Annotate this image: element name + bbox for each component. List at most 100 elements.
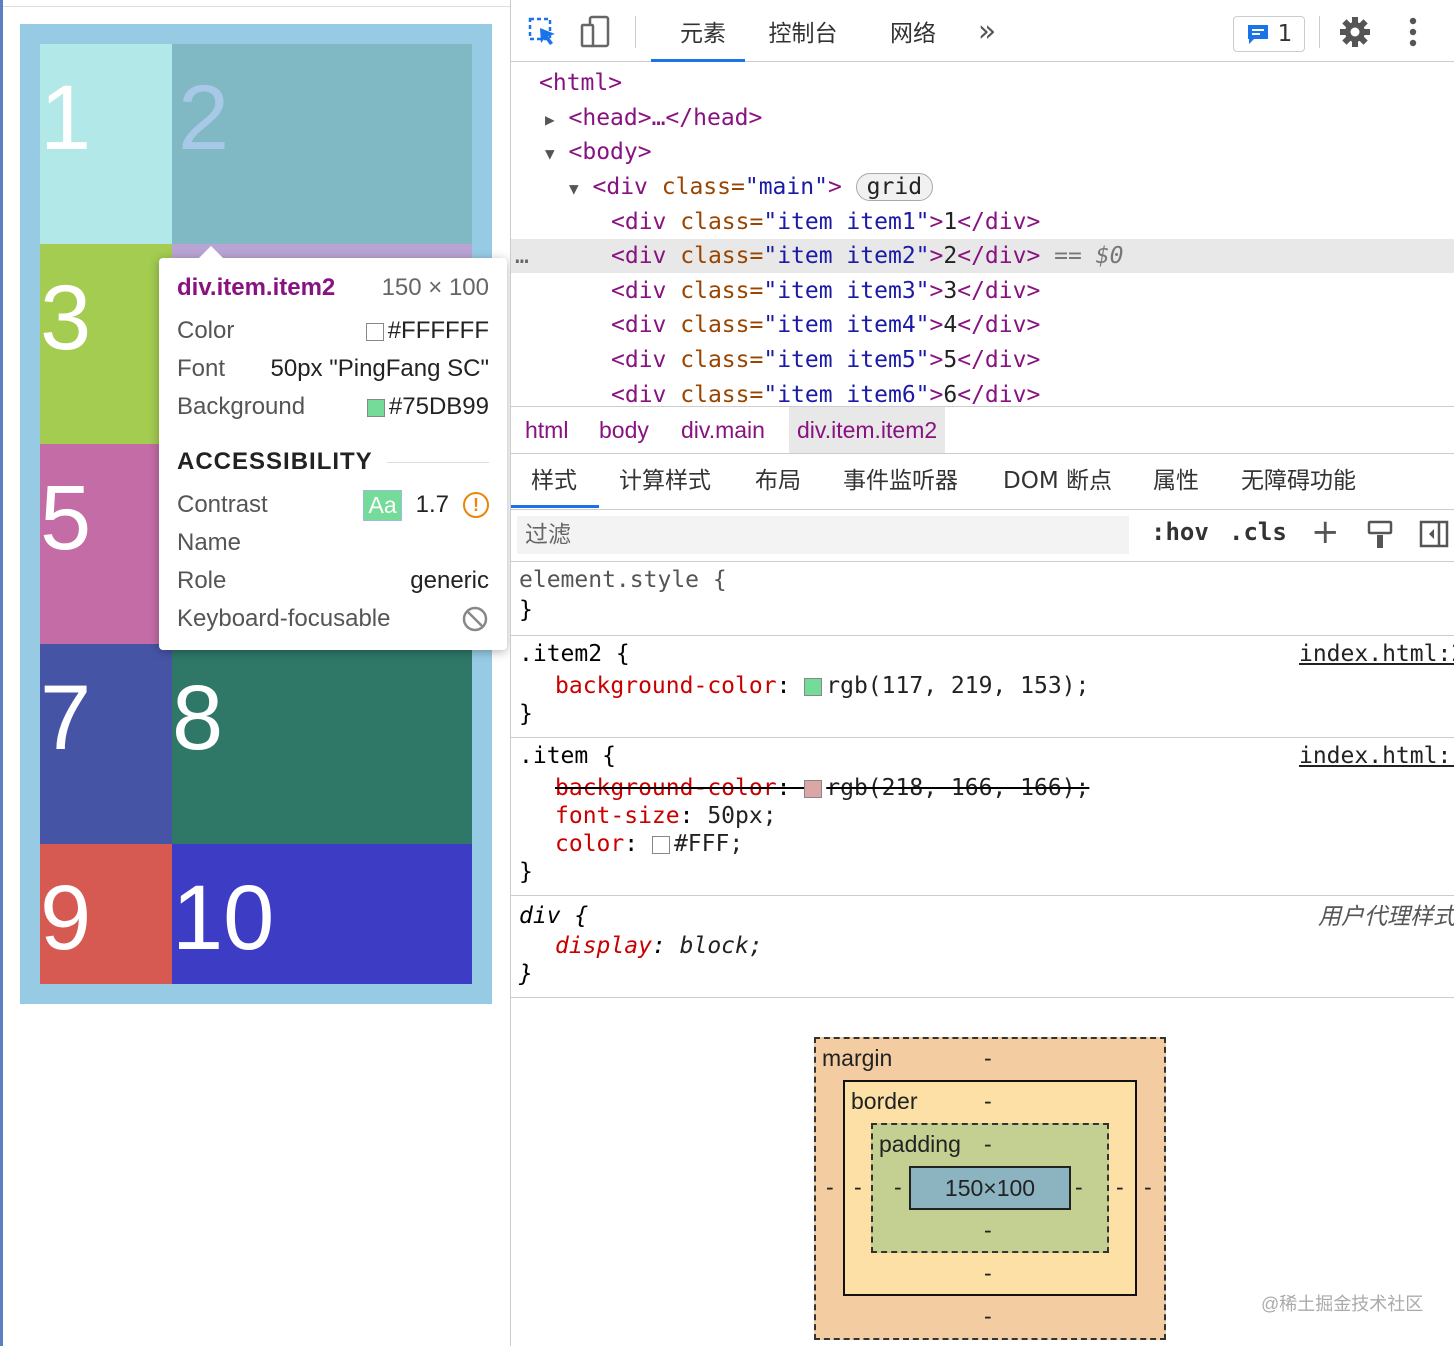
kebab-menu-icon bbox=[1409, 17, 1417, 47]
attr-value: "item item3" bbox=[763, 278, 930, 304]
margin-bottom-value[interactable]: - bbox=[984, 1303, 992, 1329]
tab-accessibility[interactable]: 无障碍功能 bbox=[1241, 468, 1356, 494]
color-swatch-icon[interactable] bbox=[651, 835, 670, 854]
dom-node-body[interactable]: ▼ <body> bbox=[511, 135, 1454, 169]
grid-item-label: 10 bbox=[172, 867, 275, 969]
tab-layout[interactable]: 布局 bbox=[755, 468, 801, 494]
padding-right-value[interactable]: - bbox=[1075, 1174, 1083, 1200]
dom-node-item2-selected[interactable]: …<div class="item item2">2</div> == $0 bbox=[511, 239, 1454, 273]
border-bottom-value[interactable]: - bbox=[984, 1260, 992, 1286]
css-property: background-color bbox=[555, 673, 777, 699]
border-left-value[interactable]: - bbox=[854, 1174, 862, 1200]
tooltip-font-label: Font bbox=[177, 355, 226, 382]
tab-elements[interactable]: 元素 bbox=[661, 0, 745, 62]
node-text: 2 bbox=[943, 243, 958, 269]
dom-node-item1[interactable]: <div class="item item1">1</div> bbox=[611, 209, 1041, 235]
css-value: rgb(117, 219, 153); bbox=[826, 673, 1090, 699]
margin-top-value[interactable]: - bbox=[984, 1045, 992, 1071]
inspect-element-button[interactable] bbox=[525, 14, 561, 50]
border-top-value[interactable]: - bbox=[984, 1088, 992, 1114]
margin-left-value[interactable]: - bbox=[826, 1174, 834, 1200]
hov-toggle-button[interactable]: :hov bbox=[1151, 518, 1209, 546]
border-label: border bbox=[851, 1088, 918, 1114]
tab-styles[interactable]: 样式 bbox=[531, 468, 577, 494]
filter-input[interactable]: 过滤 bbox=[517, 516, 1129, 554]
watermark: @稀土掘金技术社区 bbox=[1261, 1294, 1424, 1314]
inspect-cursor-icon bbox=[528, 17, 555, 45]
expand-arrow-icon[interactable]: ▶ bbox=[545, 110, 555, 129]
padding-bottom-value[interactable]: - bbox=[984, 1217, 992, 1243]
grid-item-2[interactable]: 2 bbox=[172, 44, 472, 244]
tab-properties[interactable]: 属性 bbox=[1153, 468, 1199, 494]
color-swatch-icon[interactable] bbox=[804, 779, 823, 798]
item2-selector: .item2 { bbox=[519, 641, 630, 667]
attr-value: "item item6" bbox=[763, 382, 930, 406]
attr-value: "item item1" bbox=[763, 209, 930, 235]
breadcrumb-div-main[interactable]: div.main bbox=[681, 417, 765, 443]
breadcrumb-body[interactable]: body bbox=[599, 417, 649, 443]
grid-item-8[interactable]: 8 bbox=[172, 644, 472, 844]
dom-node-item3[interactable]: <div class="item item3">3</div> bbox=[611, 278, 1041, 304]
css-value: rgb(218, 166, 166); bbox=[826, 775, 1090, 801]
node-text: 4 bbox=[943, 312, 958, 338]
grid-item-1[interactable]: 1 bbox=[40, 44, 172, 244]
item-font-size-declaration[interactable]: font-size: 50px; bbox=[555, 803, 777, 829]
rule-element-style[interactable]: element.style { } bbox=[511, 562, 1454, 636]
issues-count: 1 bbox=[1277, 21, 1293, 47]
grid-item-label: 8 bbox=[172, 667, 224, 769]
warning-icon: ! bbox=[463, 492, 489, 518]
node-text: 5 bbox=[943, 347, 958, 373]
item-bg-declaration-overridden[interactable]: background-color: rgb(218, 166, 166); bbox=[555, 775, 1090, 801]
item-color-declaration[interactable]: color: #FFF; bbox=[555, 831, 744, 857]
padding-left-value[interactable]: - bbox=[894, 1174, 902, 1200]
dom-node-item4[interactable]: <div class="item item4">4</div> bbox=[611, 312, 1041, 338]
tab-dom-breakpoints[interactable]: DOM 断点 bbox=[1003, 468, 1112, 494]
collapse-arrow-icon[interactable]: ▼ bbox=[545, 144, 555, 163]
more-tabs-button[interactable]: » bbox=[967, 0, 1007, 62]
box-model-content[interactable]: 150×100 bbox=[909, 1166, 1071, 1210]
grid-item-3[interactable]: 3 bbox=[40, 244, 172, 444]
breadcrumb-div-item2[interactable]: div.item.item2 bbox=[789, 407, 946, 453]
collapse-arrow-icon[interactable]: ▼ bbox=[569, 179, 579, 198]
settings-button[interactable] bbox=[1337, 14, 1373, 50]
grid-item-9[interactable]: 9 bbox=[40, 844, 172, 984]
item-source-link[interactable]: index.html:14 bbox=[1298, 743, 1454, 769]
accessibility-divider bbox=[386, 461, 489, 463]
dom-node-html[interactable]: <html> bbox=[511, 66, 1454, 100]
rule-close-brace: } bbox=[519, 961, 533, 987]
breadcrumb-html[interactable]: html bbox=[525, 417, 569, 443]
active-tab-indicator bbox=[511, 505, 599, 508]
grid-item-7[interactable]: 7 bbox=[40, 644, 172, 844]
tab-network[interactable]: 网络 bbox=[873, 0, 953, 62]
issues-button[interactable]: 1 bbox=[1233, 16, 1305, 52]
dom-node-item6[interactable]: <div class="item item6">6</div> bbox=[611, 382, 1041, 406]
item2-declaration[interactable]: background-color: rgb(117, 219, 153); bbox=[555, 673, 1090, 699]
dom-node-item5[interactable]: <div class="item item5">5</div> bbox=[611, 347, 1041, 373]
margin-right-value[interactable]: - bbox=[1144, 1174, 1152, 1200]
tooltip-color-value: #FFFFFF bbox=[387, 317, 489, 344]
toggle-sidebar-icon[interactable] bbox=[1419, 520, 1449, 548]
tab-event-listeners[interactable]: 事件监听器 bbox=[843, 468, 958, 494]
item2-source-link[interactable]: index.html:24 bbox=[1298, 641, 1454, 667]
not-allowed-icon bbox=[462, 606, 488, 632]
device-toolbar-button[interactable] bbox=[577, 14, 613, 50]
padding-top-value[interactable]: - bbox=[984, 1131, 992, 1157]
rule-item2[interactable]: .item2 { index.html:24 background-color:… bbox=[511, 636, 1454, 738]
grid-badge[interactable]: grid bbox=[855, 173, 934, 201]
new-rule-plus-icon[interactable]: + bbox=[1311, 512, 1340, 552]
node-text: 6 bbox=[943, 382, 958, 406]
color-swatch-icon[interactable] bbox=[804, 677, 823, 696]
grid-item-10[interactable]: 10 bbox=[172, 844, 472, 984]
rule-item[interactable]: .item { index.html:14 background-color: … bbox=[511, 738, 1454, 896]
tab-console[interactable]: 控制台 bbox=[761, 0, 845, 62]
dom-node-main[interactable]: ▼ <div class="main"> grid bbox=[511, 170, 1454, 204]
tab-computed[interactable]: 计算样式 bbox=[619, 468, 711, 494]
tag-head: <head>…</head> bbox=[568, 105, 763, 131]
cls-toggle-button[interactable]: .cls bbox=[1229, 518, 1287, 546]
border-right-value[interactable]: - bbox=[1116, 1174, 1124, 1200]
customize-menu-button[interactable] bbox=[1395, 14, 1431, 50]
dom-node-head[interactable]: ▶ <head>…</head> bbox=[511, 101, 1454, 135]
rule-user-agent-div[interactable]: div { 用户代理样式表 display: block; } bbox=[511, 896, 1454, 998]
paint-roller-icon[interactable] bbox=[1367, 520, 1393, 550]
node-actions-icon[interactable]: … bbox=[515, 243, 529, 269]
